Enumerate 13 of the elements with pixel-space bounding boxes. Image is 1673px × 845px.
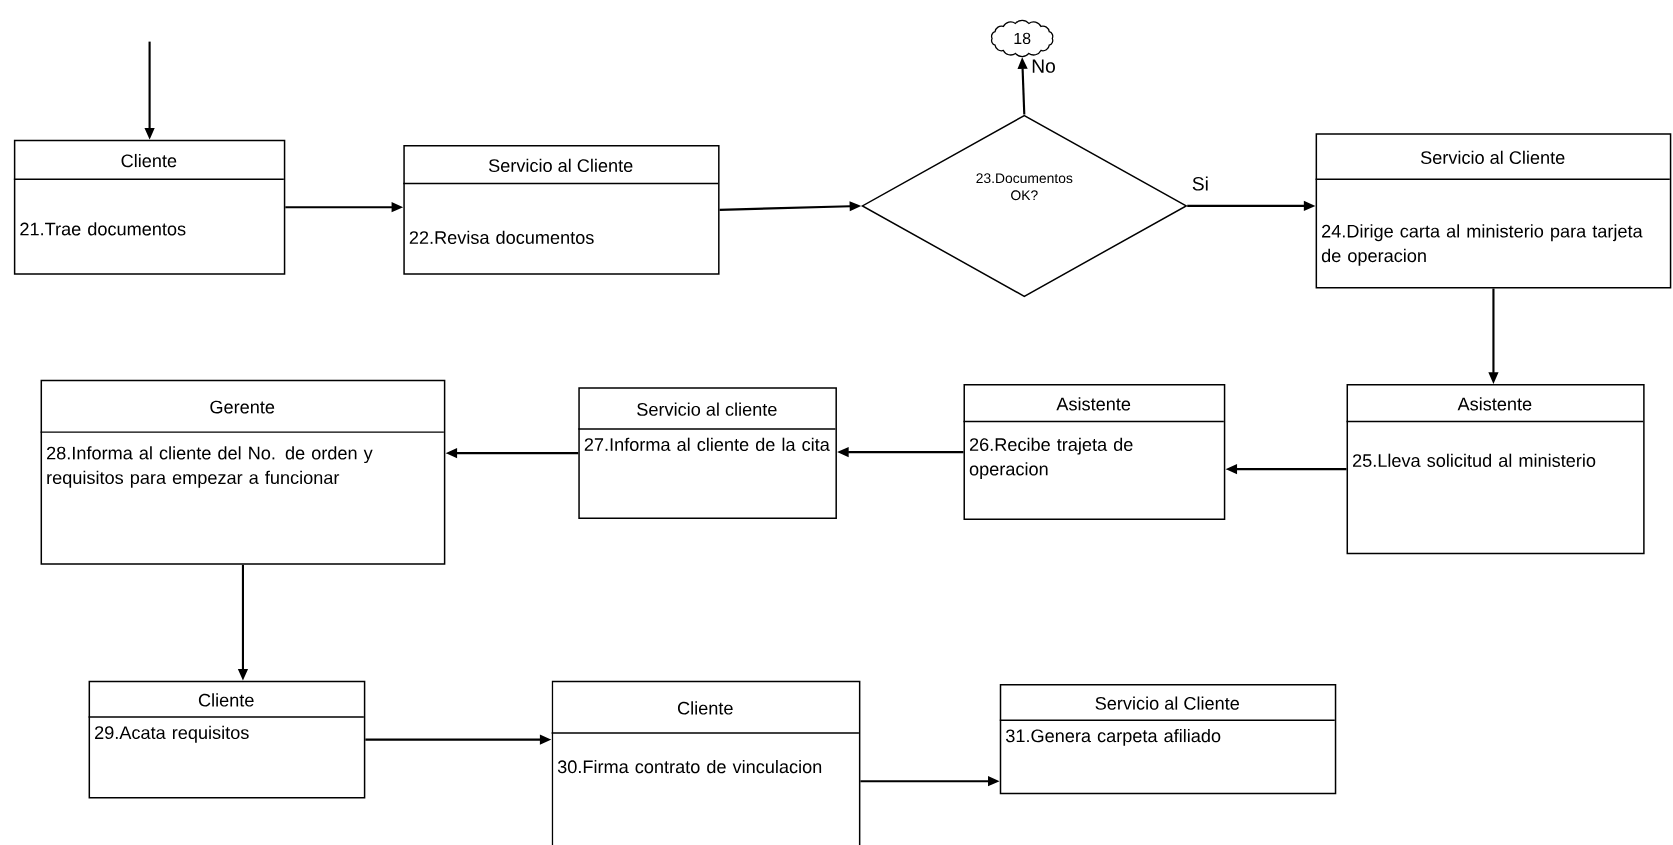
process-box: Servicio al Cliente 22.Revisa documentos xyxy=(402,145,720,275)
process-box: Asistente 25.Lleva solicitud al ministerio xyxy=(1345,384,1645,555)
connector-cloud: 18 xyxy=(991,19,1054,58)
process-box: Cliente 30.Firma contrato de vinculacion xyxy=(550,680,861,845)
process-box: Asistente 26.Recibe trajeta de operacion xyxy=(962,384,1226,521)
process-box: Servicio al Cliente 31.Genera carpeta afiliado xyxy=(999,683,1337,795)
edge-label: No xyxy=(1030,58,1057,74)
process-box: Servicio al Cliente 24.Dirige carta al ministerio para tarjeta de operacion xyxy=(1314,133,1672,289)
process-box: Cliente 21.Trae documentos xyxy=(13,139,286,275)
process-box: Servicio al cliente 27.Informa al cliente de la cita xyxy=(577,387,837,519)
edge-label: Si xyxy=(1190,175,1210,192)
process-box: Gerente 28.Informa al cliente del No. de orden y requisitos para empezar a funcionar xyxy=(39,379,446,565)
process-box: Cliente 29.Acata requisitos xyxy=(87,680,366,799)
